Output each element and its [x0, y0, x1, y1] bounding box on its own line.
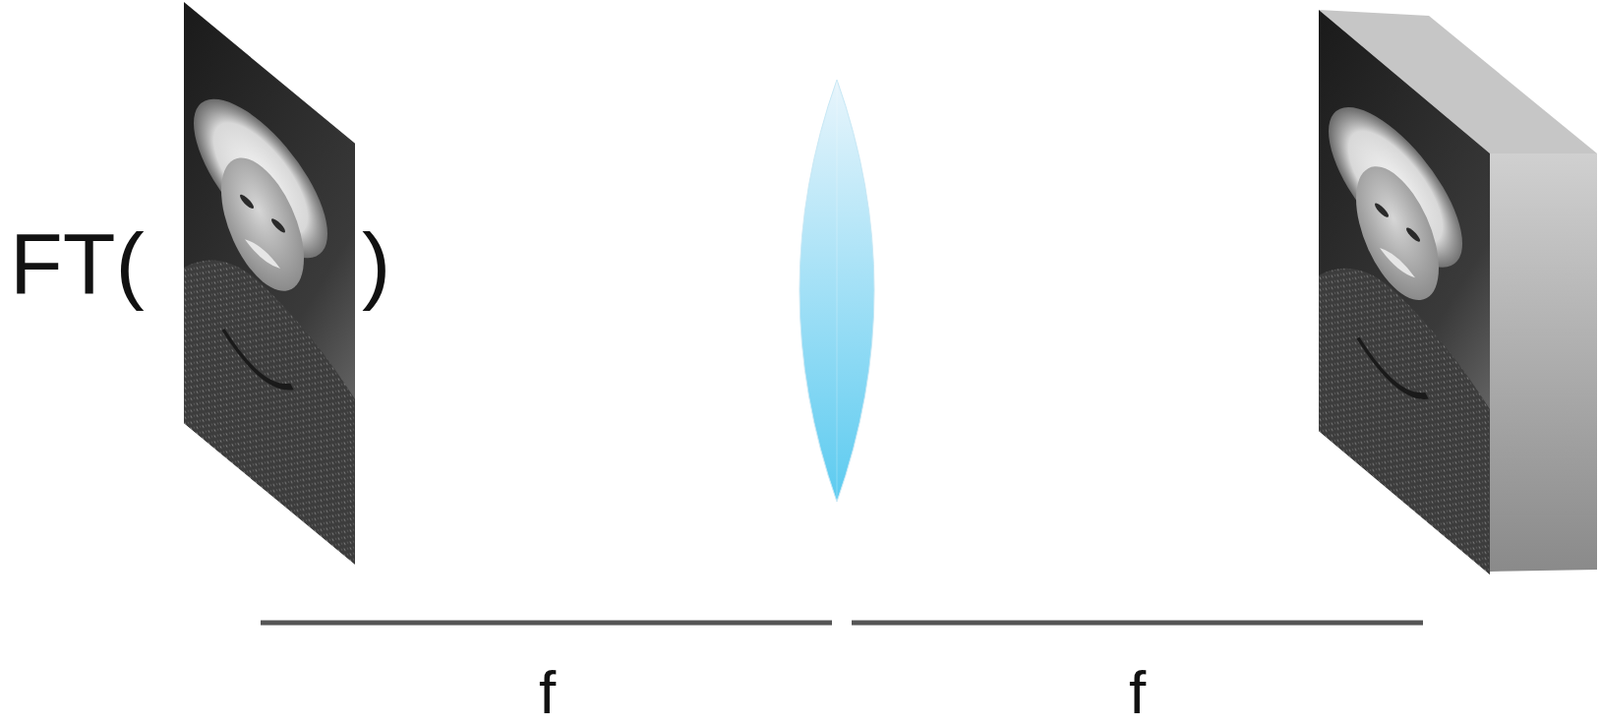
lens-highlight — [836, 79, 838, 502]
focal-length-label: f — [538, 661, 556, 723]
sensor-image — [1318, 9, 1490, 575]
sensor-side — [1489, 153, 1598, 572]
focal-distance-line — [851, 620, 1423, 626]
lens — [799, 79, 875, 502]
focal-length-label: f — [1128, 661, 1146, 723]
focal-distance-line — [260, 620, 832, 626]
formula-text: FT( — [9, 220, 145, 307]
input-image — [183, 1, 356, 565]
formula-text: ) — [361, 220, 391, 307]
